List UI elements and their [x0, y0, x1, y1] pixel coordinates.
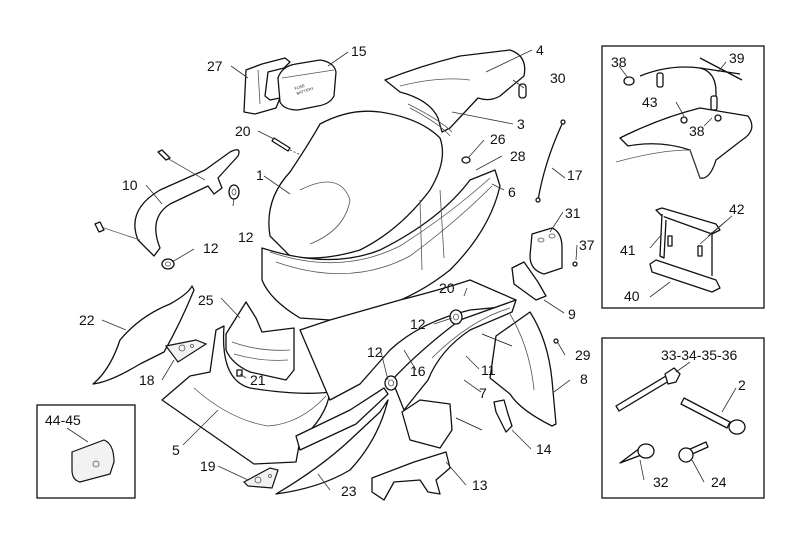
callout-9: 9: [568, 306, 576, 322]
callout-23: 23: [341, 483, 357, 499]
callout-12: 12: [367, 344, 383, 360]
callout-17: 17: [567, 167, 583, 183]
screw-32: [619, 443, 655, 464]
callout-3: 3: [517, 116, 525, 132]
screw-29: [553, 338, 559, 344]
screw-24: [678, 441, 709, 463]
fuse-holder-27: [243, 57, 291, 115]
callout-11: 11: [481, 362, 496, 378]
callout-20: 20: [235, 123, 251, 139]
grab-handle-10: [94, 149, 240, 257]
plate-40: [649, 259, 721, 293]
rear-mudguard-8: [489, 311, 557, 427]
callout-2: 2: [738, 377, 746, 393]
callout-39: 39: [729, 50, 745, 66]
callout-5: 5: [172, 442, 180, 458]
callout-28: 28: [510, 148, 526, 164]
callout-40: 40: [624, 288, 640, 304]
callout-44-45: 44-45: [45, 412, 81, 428]
plate-31: [529, 227, 563, 275]
callout-43: 43: [642, 94, 658, 110]
bolt-33-36: [615, 367, 681, 412]
callout-19: 19: [200, 458, 216, 474]
callout-10: 10: [122, 177, 138, 193]
rear-rack-inset-box: [601, 45, 765, 309]
lower-cover-25: [225, 301, 295, 381]
callout-24: 24: [711, 474, 727, 490]
callout-22: 22: [79, 312, 95, 328]
callout-7: 7: [479, 385, 487, 401]
footplate-19: [243, 467, 279, 489]
clip-44-45: [71, 439, 115, 483]
nut-37: [572, 261, 578, 267]
callout-29: 29: [575, 347, 591, 363]
callout-12: 12: [238, 229, 254, 245]
callout-41: 41: [620, 242, 636, 258]
callout-33-34-35-36: 33-34-35-36: [661, 347, 737, 363]
footplate-18: [164, 339, 208, 363]
callout-18: 18: [139, 372, 155, 388]
callout-1: 1: [256, 167, 264, 183]
leader-lines: [66, 49, 737, 491]
callout-38: 38: [689, 123, 705, 139]
side-panel-22: [92, 285, 195, 385]
bolt-2: [680, 397, 746, 435]
bolts-right: [455, 333, 513, 431]
support-13: [371, 451, 451, 501]
callout-21: 21: [250, 372, 266, 388]
saddle-1: [268, 110, 444, 259]
rack-tube-39: [623, 57, 743, 111]
callout-labels: 27 15 20 1 10 12 12 4 30 3 26 28 6 17 31…: [45, 42, 746, 499]
callout-42: 42: [729, 201, 745, 217]
callout-27: 27: [207, 58, 223, 74]
callout-37: 37: [579, 237, 595, 253]
washers-12-left: [161, 184, 240, 270]
callout-25: 25: [198, 292, 214, 308]
fuse-label-text: FUSE: [294, 83, 306, 91]
side-skirt-23: [275, 387, 389, 495]
callout-4: 4: [536, 42, 544, 58]
bush-26: [461, 156, 471, 164]
washers-12-right: [384, 309, 463, 391]
callout-12: 12: [203, 240, 219, 256]
cable-17: [535, 119, 566, 203]
callout-30: 30: [550, 70, 566, 86]
battery-label-text: BATTERY: [296, 86, 315, 96]
callout-31: 31: [565, 205, 581, 221]
callout-15: 15: [351, 43, 367, 59]
callout-14: 14: [536, 441, 552, 457]
bush-30: [518, 83, 527, 99]
callout-13: 13: [472, 477, 488, 493]
fuse-battery-cover-15: FUSE BATTERY: [277, 59, 337, 111]
gasket-3: [407, 103, 453, 137]
bracket-9: [511, 261, 547, 301]
floorboard-5: [161, 325, 331, 465]
mudguard-7-11: [391, 299, 517, 449]
callout-32: 32: [653, 474, 669, 490]
callout-6: 6: [508, 184, 516, 200]
callout-38: 38: [611, 54, 627, 70]
helmet-compartment-6: [261, 169, 501, 321]
rack-plate-inset: [615, 107, 753, 179]
clip-inset-box: [36, 404, 136, 499]
callout-8: 8: [580, 371, 588, 387]
callout-26: 26: [490, 131, 506, 147]
clip-21: [236, 369, 243, 377]
callout-16: 16: [410, 363, 426, 379]
callout-12: 12: [410, 316, 426, 332]
side-cowl-16: [299, 279, 517, 401]
bracket-14: [493, 399, 513, 433]
callout-20: 20: [439, 280, 455, 296]
screws-inset-box: [601, 337, 765, 499]
